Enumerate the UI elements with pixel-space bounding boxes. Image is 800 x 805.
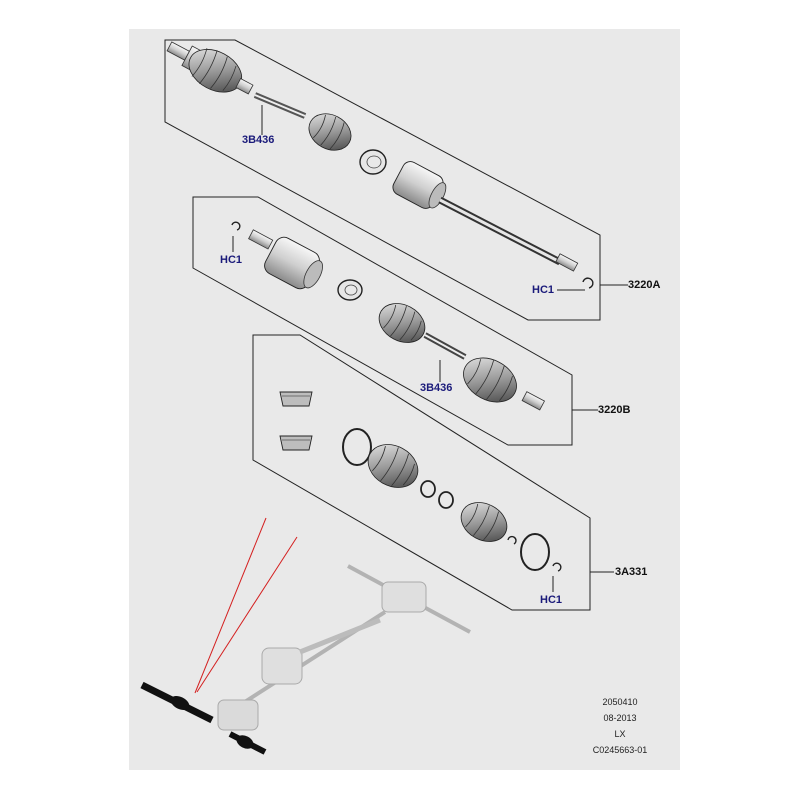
tripod-housing-b xyxy=(264,236,323,290)
diagram-panel xyxy=(129,29,680,770)
highlighted-driveshaft xyxy=(140,681,267,755)
clamp-band-small-2 xyxy=(438,491,454,509)
spline-stub-b xyxy=(248,229,274,250)
driveshaft-3220b xyxy=(231,221,546,411)
retaining-ring-a xyxy=(359,149,387,175)
callout-boot-b: 3B436 xyxy=(420,382,453,394)
cv-joint-outer-a xyxy=(166,41,254,95)
group-label-3a331: 3A331 xyxy=(615,566,648,578)
boot-kit-boot-1 xyxy=(367,444,419,488)
boot-kit-3a331 xyxy=(279,391,562,572)
grease-pack-1 xyxy=(279,391,313,407)
driveshaft-3220a xyxy=(166,41,594,289)
group-outline-3a331 xyxy=(252,334,591,611)
group-label-3220a: 3220A xyxy=(628,279,661,291)
indicator-line-2 xyxy=(196,536,298,693)
callout-clip-a-bottom: HC1 xyxy=(532,284,555,296)
group-outline-3220a xyxy=(164,39,601,321)
footer-line-1: 2050410 xyxy=(602,697,638,707)
circlip-c-upper xyxy=(507,535,517,545)
grease-pack-2 xyxy=(279,435,313,451)
spline-end-b xyxy=(521,391,546,411)
callout-boot-a: 3B436 xyxy=(242,134,275,146)
boot-b-inner xyxy=(378,303,426,343)
vehicle-driveline-locator xyxy=(217,564,471,731)
footer-line-4: C0245663-01 xyxy=(592,745,648,755)
group-label-3220b: 3220B xyxy=(598,404,631,416)
cv-joint-inner-boot-a xyxy=(308,113,352,151)
retaining-ring-b xyxy=(337,279,363,301)
callout-clip-c: HC1 xyxy=(540,594,563,606)
footer-line-3: LX xyxy=(614,729,626,739)
circlip-b-top xyxy=(231,221,241,231)
indicator-line-1 xyxy=(194,517,267,694)
boot-b-outer xyxy=(463,357,517,403)
callout-clip-a-top: HC1 xyxy=(220,254,243,266)
circlip-c xyxy=(552,562,562,572)
boot-kit-boot-2 xyxy=(460,502,508,542)
footer-line-2: 08-2013 xyxy=(603,713,637,723)
clamp-band-small-1 xyxy=(420,480,436,498)
circlip-a-bottom xyxy=(582,277,594,289)
clamp-band-large-1 xyxy=(342,428,372,466)
clamp-band-large-2 xyxy=(520,533,550,571)
group-outline-3220b xyxy=(192,196,573,446)
